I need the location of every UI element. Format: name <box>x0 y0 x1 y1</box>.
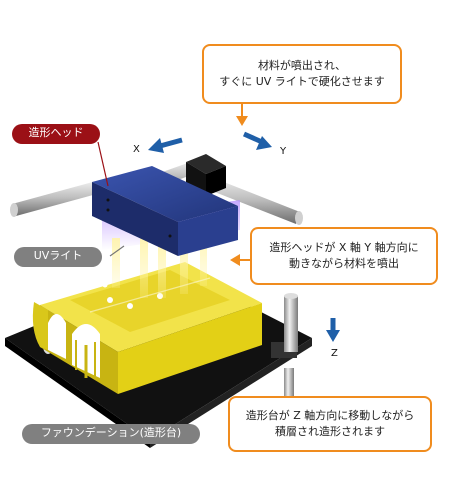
uv-label: UVライト <box>14 247 102 267</box>
z-axis-label: Z <box>331 348 338 359</box>
callout-bottom-line1: 造形台が Z 軸方向に移動しながら <box>245 409 415 422</box>
rear-post <box>284 293 298 352</box>
callout-top-line1: 材料が噴出され、 <box>257 59 347 72</box>
y-axis-arrow <box>242 131 272 150</box>
callout-bottom-line2: 積層され造形されます <box>275 425 385 438</box>
head-pointer <box>97 141 109 187</box>
callout-middle-line2: 動きながら材料を噴出 <box>289 257 399 270</box>
x-axis-arrow <box>148 137 183 153</box>
middle-callout-arrow <box>230 254 250 266</box>
material-beams <box>112 232 207 298</box>
platform-rail <box>284 368 294 408</box>
y-axis-label: Y <box>280 146 287 157</box>
top-callout-arrow <box>236 104 248 126</box>
x-axis-label: X <box>133 144 140 155</box>
gantry-corner-block <box>186 154 226 196</box>
callout-middle-line1: 造形ヘッドが X 軸 Y 軸方向に <box>269 241 419 254</box>
callout-top-line2: すぐに UV ライトで硬化させます <box>219 75 385 88</box>
print-head <box>92 166 238 256</box>
foundation-label: ファウンデーション(造形台) <box>22 424 200 444</box>
z-axis-arrow <box>326 318 340 342</box>
callout-top: 材料が噴出され、 すぐに UV ライトで硬化させます <box>202 44 402 104</box>
callout-bottom: 造形台が Z 軸方向に移動しながら 積層され造形されます <box>228 396 432 452</box>
uv-pointer <box>109 245 125 257</box>
head-label: 造形ヘッド <box>12 124 100 144</box>
callout-middle: 造形ヘッドが X 軸 Y 軸方向に 動きながら材料を噴出 <box>250 227 438 285</box>
